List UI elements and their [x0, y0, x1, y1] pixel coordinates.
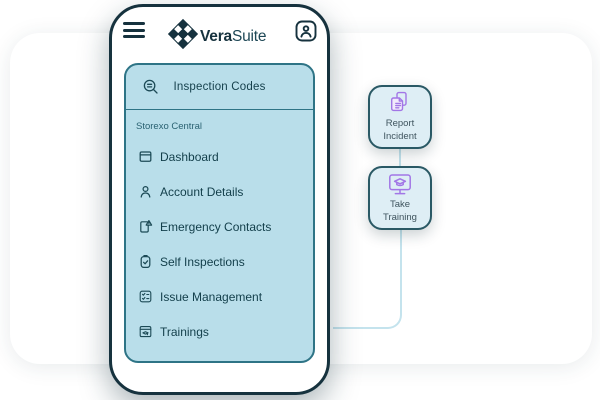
app-logo-text: VeraSuite: [200, 28, 267, 45]
verasuite-diamond-logo-icon: [168, 17, 198, 51]
section-label: Storexo Central: [136, 121, 203, 132]
connector-line-between-actions: [399, 147, 401, 168]
clipboard-check-icon: [138, 254, 153, 269]
menu-item-dashboard[interactable]: Dashboard: [126, 139, 313, 174]
take-training-button[interactable]: Take Training: [368, 166, 432, 230]
menu-item-label: Emergency Contacts: [160, 219, 272, 234]
dashboard-window-icon: [138, 149, 153, 164]
training-window-icon: [138, 324, 153, 339]
menu-item-trainings[interactable]: Trainings: [126, 314, 313, 349]
menu-items: Dashboard Account Details: [126, 139, 313, 349]
document-alert-icon: [138, 219, 153, 234]
menu-item-issue-management[interactable]: Issue Management: [126, 279, 313, 314]
profile-icon[interactable]: [295, 20, 317, 42]
report-incident-button[interactable]: Report Incident: [368, 85, 432, 149]
menu-item-self-inspections[interactable]: Self Inspections: [126, 244, 313, 279]
menu-item-label: Self Inspections: [160, 254, 245, 269]
action-label: Report Incident: [383, 118, 417, 142]
menu-item-label: Account Details: [160, 184, 244, 199]
report-documents-icon: [387, 90, 413, 116]
menu-item-label: Trainings: [160, 324, 209, 339]
menu-title: Inspection Codes: [173, 81, 266, 93]
menu-item-label: Dashboard: [160, 149, 219, 164]
user-icon: [138, 184, 153, 199]
connector-line-to-phone: [333, 228, 402, 329]
training-monitor-icon: [386, 172, 414, 197]
menu-header: Inspection Codes: [126, 65, 313, 110]
menu-item-label: Issue Management: [160, 289, 263, 304]
action-label: Take Training: [383, 198, 417, 223]
menu-panel: Inspection Codes Storexo Central Dashboa…: [124, 63, 315, 363]
phone-frame: VeraSuite Inspection Codes: [109, 4, 330, 395]
menu-item-emergency-contacts[interactable]: Emergency Contacts: [126, 209, 313, 244]
checklist-icon: [138, 289, 153, 304]
menu-item-account-details[interactable]: Account Details: [126, 174, 313, 209]
search-list-icon[interactable]: [142, 78, 160, 96]
hamburger-menu-icon[interactable]: [123, 22, 145, 38]
app-logo: VeraSuite: [168, 17, 267, 51]
